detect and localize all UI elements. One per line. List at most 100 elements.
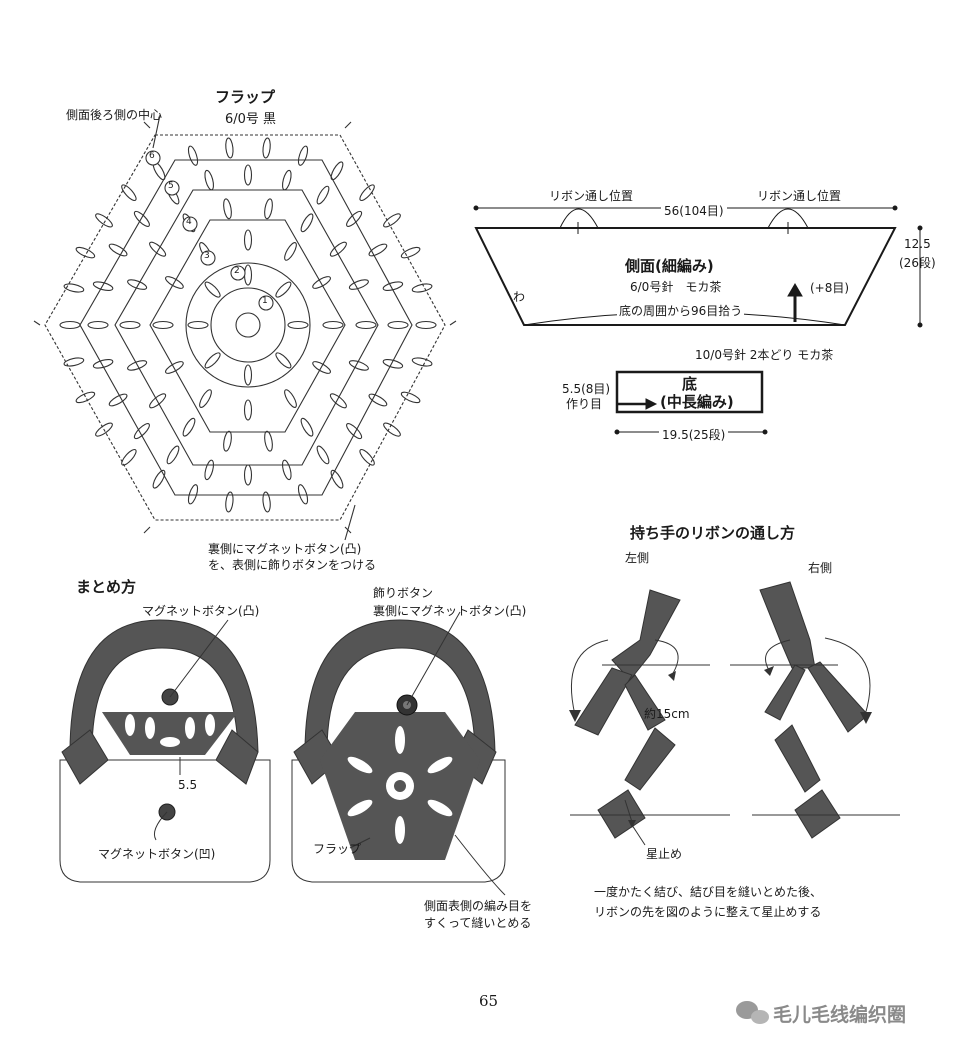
stitch-note-1: 側面表側の編み目を: [424, 899, 533, 913]
stitch-petal: [281, 169, 292, 191]
stitch-petal: [225, 137, 234, 159]
back-center-label: 側面後ろ側の中心: [66, 108, 163, 122]
watermark-text: 毛儿毛线编织圈: [773, 1004, 907, 1026]
stitch-petal: [133, 423, 150, 440]
side-pickup: 底の周囲から96目拾う: [617, 302, 745, 319]
star-stitch-label: 星止め: [646, 847, 683, 861]
stitch-petal: [411, 357, 433, 367]
stitch-petal: [329, 393, 347, 409]
round-marker-4: 4: [186, 217, 192, 227]
stitch-petal: [316, 445, 330, 465]
stitch-petal: [262, 491, 271, 513]
stitch-petal: [400, 391, 421, 404]
bottom-left-note: 作り目: [566, 397, 603, 411]
stitch-petal: [187, 484, 199, 505]
ribbon-drawings: [569, 581, 900, 846]
stitch-petal: [262, 137, 271, 159]
stitch-petal: [400, 246, 421, 259]
stitch-petal: [223, 430, 232, 452]
round-marker-3: 3: [204, 251, 210, 261]
stitch-petal: [108, 393, 128, 407]
flap-title: フラップ: [215, 88, 276, 106]
stitch-petal: [149, 241, 167, 257]
stitch-petal: [63, 357, 85, 367]
stitch-petal: [59, 320, 81, 330]
stitch-petal: [355, 320, 377, 330]
stitch-note-2: すくって縫いとめる: [424, 916, 532, 930]
side-width: 56(104目): [661, 202, 727, 219]
ribbon-note-1: 一度かたく結び、結び目を縫いとめた後、: [594, 885, 823, 899]
round-marker-6: 6: [149, 151, 155, 161]
stitch-petal: [87, 320, 109, 330]
stitch-petal: [127, 279, 148, 290]
dimension-5-5: 5.5: [178, 778, 198, 792]
stitch-petal: [287, 320, 309, 330]
stitch-petal: [368, 243, 388, 257]
stitch-petal: [264, 430, 273, 452]
stitch-petal: [119, 320, 141, 330]
stitch-petal: [415, 320, 437, 330]
stitch-petal: [383, 422, 401, 437]
stitch-petal: [133, 210, 150, 227]
stitch-petal: [225, 491, 234, 513]
bottom-title: 底: [682, 375, 698, 393]
stitch-petal: [387, 320, 409, 330]
flap-chart: [33, 114, 457, 541]
stitch-petal: [243, 364, 253, 386]
flap-button-note-2: を、表側に飾りボタンをつける: [208, 558, 377, 572]
stitch-petal: [275, 281, 292, 298]
stitch-petal: [264, 198, 273, 220]
stitch-petal: [92, 281, 114, 292]
stitch-petal: [275, 352, 292, 369]
magnet-bottom-label: マグネットボタン(凹): [98, 847, 216, 861]
stitch-petal: [330, 469, 344, 489]
stitch-petal: [346, 210, 363, 227]
stitch-petal: [182, 417, 196, 437]
stitch-petal: [204, 169, 215, 191]
stitch-petal: [95, 422, 113, 437]
stitch-petal: [152, 320, 174, 330]
deco-button-label: 飾りボタン: [373, 586, 434, 600]
side-wa: わ: [513, 290, 526, 304]
bottom-subtitle: (中長編み): [660, 393, 734, 411]
assembly-title: まとめ方: [76, 578, 137, 596]
bottom-left-value: 5.5(8目): [562, 382, 611, 396]
stitch-petal: [297, 145, 309, 166]
stitch-petal: [284, 389, 297, 408]
stitch-petal: [149, 393, 167, 409]
stitch-petal: [382, 281, 404, 292]
stitch-petal: [95, 213, 113, 228]
stitch-petal: [359, 184, 375, 202]
side-increase: (+8目): [810, 281, 850, 295]
stitch-petal: [204, 281, 221, 298]
stitch-petal: [382, 358, 404, 369]
stitch-petal: [281, 459, 292, 481]
ribbon-title: 持ち手のリボンの通し方: [630, 524, 796, 542]
stitch-petal: [165, 276, 184, 289]
stitch-petal: [411, 283, 433, 293]
flap-needle: 6/0号 黒: [225, 112, 277, 127]
stitch-petal: [204, 459, 215, 481]
stitch-petal: [199, 389, 212, 408]
stitch-petal: [284, 242, 297, 261]
stitch-petal: [127, 360, 148, 371]
stitch-petal: [165, 361, 184, 374]
magnet-top-label: マグネットボタン(凸): [142, 604, 260, 618]
side-needle: 6/0号針 モカ茶: [630, 280, 722, 294]
flap-button-note-1: 裏側にマグネットボタン(凸): [208, 542, 362, 556]
stitch-petal: [368, 393, 388, 407]
stitch-petal: [300, 213, 314, 233]
stitch-petal: [121, 184, 137, 202]
ribbon-left-side: 左側: [625, 551, 650, 565]
stitch-petal: [243, 464, 253, 486]
stitch-petal: [312, 361, 331, 374]
stitch-petal: [187, 145, 199, 166]
stitch-petal: [243, 164, 253, 186]
round-marker-1: 1: [262, 296, 268, 306]
stitch-petal: [243, 229, 253, 251]
flap-label: フラップ: [313, 842, 362, 856]
stitch-petal: [108, 243, 128, 257]
stitch-petal: [166, 445, 180, 465]
stitch-petal: [243, 399, 253, 421]
stitch-petal: [92, 358, 114, 369]
